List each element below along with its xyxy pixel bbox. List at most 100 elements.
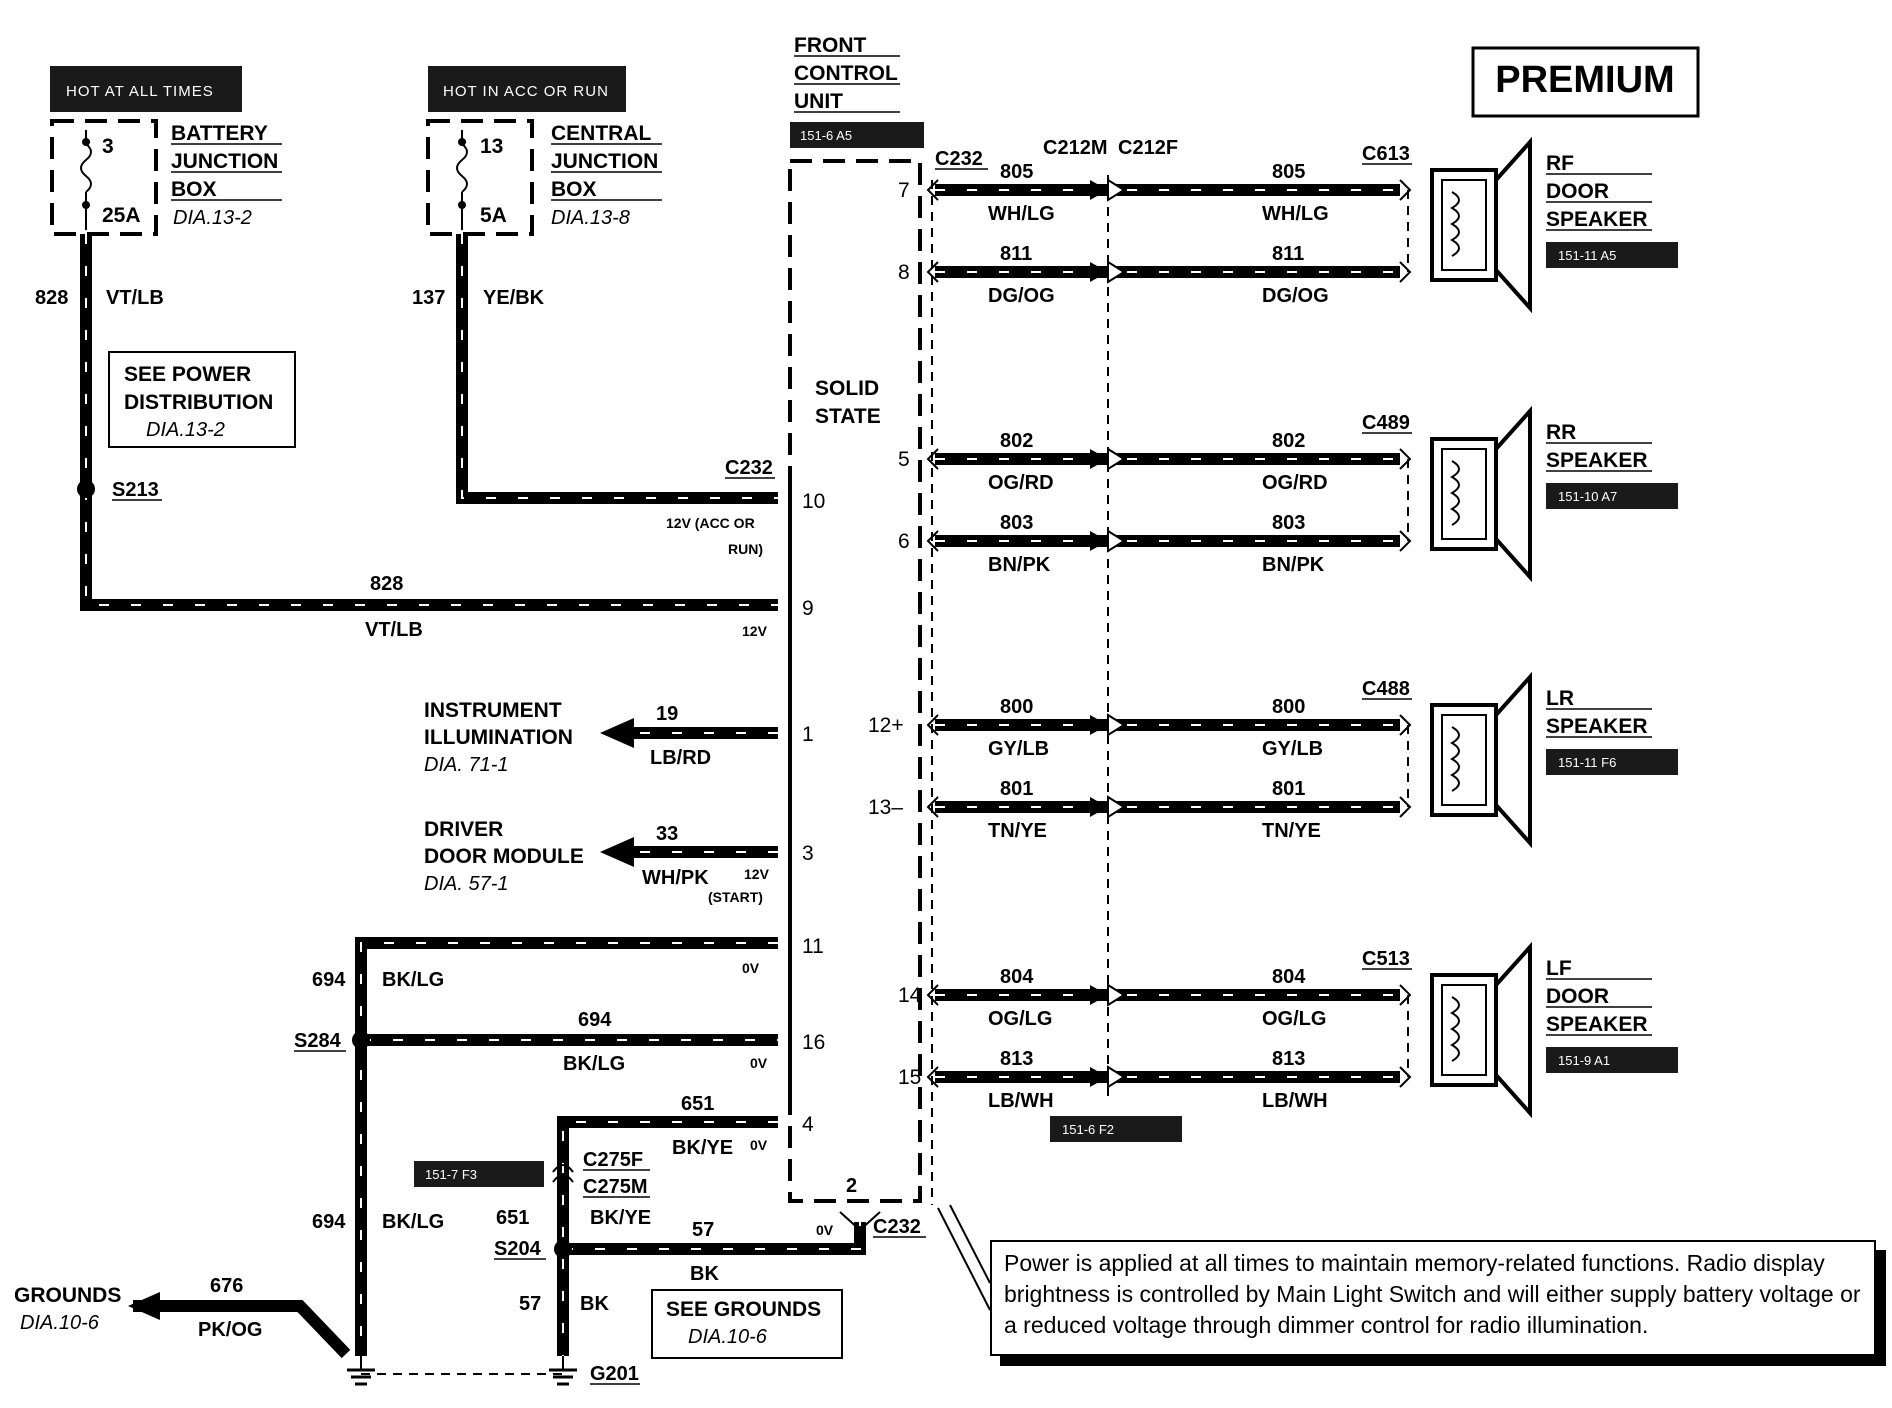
speaker-wire-color-right: TN/YE bbox=[1262, 820, 1321, 842]
fuse-icon bbox=[80, 143, 92, 193]
c232-left-label: C232 bbox=[725, 457, 773, 479]
arrow-right-icon bbox=[1107, 447, 1126, 471]
speaker-wire-circuit-left: 813 bbox=[1000, 1048, 1033, 1070]
speaker-wire-color-right: WH/LG bbox=[1262, 203, 1329, 225]
wire-828h-circuit: 828 bbox=[370, 573, 403, 595]
speaker-wire-circuit-right: 801 bbox=[1272, 778, 1305, 800]
speaker-pin: 6 bbox=[898, 530, 910, 553]
wire-137-color: YE/BK bbox=[483, 287, 545, 309]
g201-label: G201 bbox=[590, 1363, 639, 1385]
instrument-dia: DIA. 71-1 bbox=[424, 754, 508, 776]
fcu-label-2: CONTROL bbox=[794, 62, 898, 85]
fcu-label-1: FRONT bbox=[794, 34, 866, 57]
arrow-right-icon bbox=[1107, 529, 1126, 553]
arrow-right-icon bbox=[1107, 795, 1126, 819]
speaker-name-line: RR bbox=[1546, 421, 1576, 444]
illumination-label: ILLUMINATION bbox=[424, 726, 573, 749]
instrument-label: INSTRUMENT bbox=[424, 699, 562, 722]
wire-694-upper-circuit: 694 bbox=[312, 969, 346, 991]
fuse-2-amp: 5A bbox=[480, 204, 507, 227]
pin4-note: 0V bbox=[750, 1137, 768, 1153]
c232-top-label: C232 bbox=[935, 148, 983, 170]
solid-label: SOLID bbox=[815, 377, 879, 400]
fuse-1-diagram-ref: DIA.13-2 bbox=[173, 207, 252, 229]
arrow-left-icon bbox=[600, 837, 634, 867]
speaker-pin: 15 bbox=[898, 1066, 921, 1089]
speaker-wire-color-right: BN/PK bbox=[1262, 554, 1325, 576]
speaker-name-line: SPEAKER bbox=[1546, 715, 1648, 738]
fuse-1-amp: 25A bbox=[102, 204, 141, 227]
splice-s284-label: S284 bbox=[294, 1030, 342, 1052]
ground-icon bbox=[549, 1356, 577, 1386]
c232-bottom-label: C232 bbox=[873, 1216, 921, 1238]
speaker-wire-circuit-right: 813 bbox=[1272, 1048, 1305, 1070]
speaker-wire-circuit-left: 800 bbox=[1000, 696, 1033, 718]
arrow-right-icon bbox=[1090, 180, 1108, 200]
wire-57-vert-color: BK bbox=[580, 1293, 609, 1315]
speaker-pin: 14 bbox=[898, 984, 922, 1007]
speaker-wire-color-left: DG/OG bbox=[988, 285, 1055, 307]
ref-151-6-f2: 151-6 F2 bbox=[1062, 1122, 1114, 1137]
splice-s213-label: S213 bbox=[112, 479, 159, 501]
junction-label: JUNCTION bbox=[171, 150, 278, 173]
arrow-left-icon bbox=[128, 1292, 160, 1320]
speaker-wire-color-left: WH/LG bbox=[988, 203, 1055, 225]
arrow-right-icon bbox=[1107, 713, 1126, 737]
pin-2: 2 bbox=[846, 1175, 857, 1197]
door-module-label: DOOR MODULE bbox=[424, 845, 584, 868]
speaker-name-line: SPEAKER bbox=[1546, 449, 1648, 472]
pin-1: 1 bbox=[802, 723, 814, 746]
speaker-wire-circuit-left: 805 bbox=[1000, 161, 1033, 183]
speaker-wire-circuit-right: 811 bbox=[1272, 243, 1304, 265]
speaker-wire-circuit-right: 805 bbox=[1272, 161, 1305, 183]
pin9-note: 12V bbox=[742, 623, 768, 639]
speaker-pin: 7 bbox=[898, 179, 910, 202]
speaker-ref: 151-11 F6 bbox=[1558, 755, 1616, 770]
see-power-label: SEE POWER bbox=[124, 363, 251, 386]
pin-9: 9 bbox=[802, 597, 814, 620]
see-grounds-label: SEE GROUNDS bbox=[666, 1298, 821, 1321]
hot-in-acc-or-run-label: HOT IN ACC OR RUN bbox=[443, 83, 609, 100]
box-label-2: BOX bbox=[551, 178, 597, 201]
wire-33-circuit: 33 bbox=[656, 823, 678, 845]
arrow-right-icon bbox=[1090, 715, 1108, 735]
pin-10: 10 bbox=[802, 490, 825, 513]
splice-s204-label: S204 bbox=[494, 1238, 542, 1260]
speaker-ref: 151-10 A7 bbox=[1558, 489, 1617, 504]
power-distribution-box: SEE POWER DISTRIBUTION DIA.13-2 bbox=[108, 351, 296, 448]
hot-at-all-times-label: HOT AT ALL TIMES bbox=[66, 83, 214, 100]
speaker-wire-color-left: GY/LB bbox=[988, 738, 1049, 760]
wire-57-color: BK bbox=[690, 1263, 719, 1285]
speaker-group: 14804OG/LG804OG/LG15813LB/WH813LB/WHC513… bbox=[898, 941, 1678, 1119]
speaker-wire-circuit-left: 804 bbox=[1000, 966, 1034, 988]
power-distribution-dia: DIA.13-2 bbox=[146, 419, 225, 441]
speaker-wire-circuit-left: 803 bbox=[1000, 512, 1033, 534]
wire-828: 828 VT/LB S213 828 VT/LB bbox=[35, 234, 778, 641]
wire-694-mid-circuit: 694 bbox=[578, 1009, 612, 1031]
arrow-right-icon bbox=[1090, 449, 1108, 469]
fuse-2-number: 13 bbox=[480, 135, 503, 158]
arrow-right-icon bbox=[1090, 1067, 1108, 1087]
wire-828h-color: VT/LB bbox=[365, 619, 423, 641]
speaker-pin: 5 bbox=[898, 448, 910, 471]
speaker-icon bbox=[1430, 136, 1532, 314]
see-grounds-dia: DIA.10-6 bbox=[688, 1326, 768, 1348]
speaker-wire-circuit-right: 802 bbox=[1272, 430, 1305, 452]
speaker-name-line: SPEAKER bbox=[1546, 1013, 1648, 1036]
arrow-right-icon bbox=[1107, 1065, 1126, 1089]
wire-828-color: VT/LB bbox=[106, 287, 164, 309]
pin-11: 11 bbox=[802, 935, 824, 958]
wire-19-color: LB/RD bbox=[650, 747, 711, 769]
driver-dia: DIA. 57-1 bbox=[424, 873, 508, 895]
wire-137: 137 YE/BK C232 12V (ACC OR RUN) 12V bbox=[412, 234, 778, 639]
note-text: Power is applied at all times to maintai… bbox=[1004, 1250, 1861, 1338]
speaker-connector-label: C513 bbox=[1362, 948, 1410, 970]
driver-label: DRIVER bbox=[424, 818, 503, 841]
distribution-label: DISTRIBUTION bbox=[124, 391, 273, 414]
speaker-wire-color-right: LB/WH bbox=[1262, 1090, 1328, 1112]
splice-s204 bbox=[554, 1240, 572, 1258]
wire-694-lower-color: BK/LG bbox=[382, 1211, 444, 1233]
pin10-note-2: RUN) bbox=[728, 541, 763, 557]
